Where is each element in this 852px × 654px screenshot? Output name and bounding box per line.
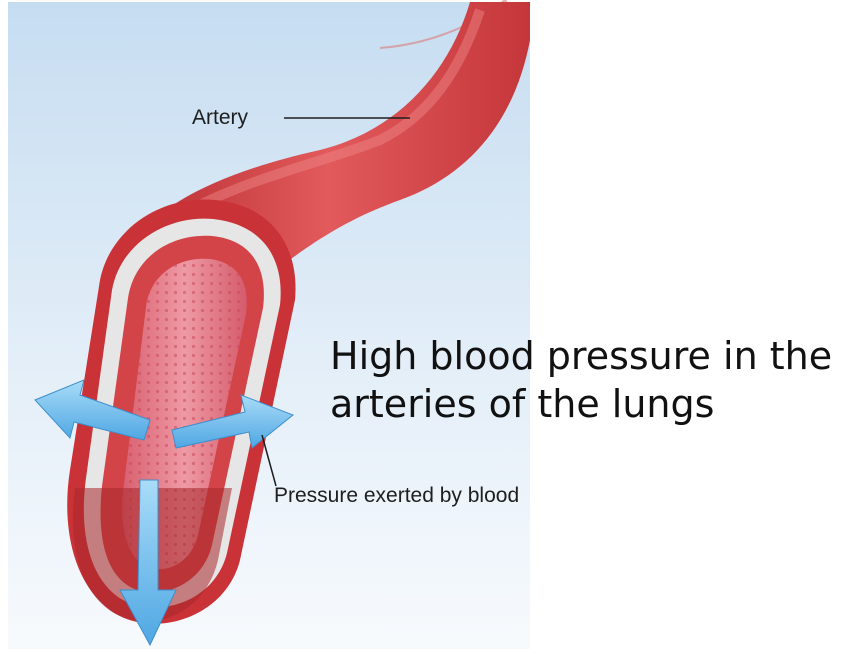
caption-line-2: arteries of the lungs bbox=[330, 380, 850, 428]
caption-line-1: High blood pressure in the bbox=[330, 332, 850, 380]
caption: High blood pressure in the arteries of t… bbox=[330, 332, 850, 428]
artery-label: Artery bbox=[192, 106, 248, 130]
pressure-label: Pressure exerted by blood bbox=[274, 484, 534, 508]
